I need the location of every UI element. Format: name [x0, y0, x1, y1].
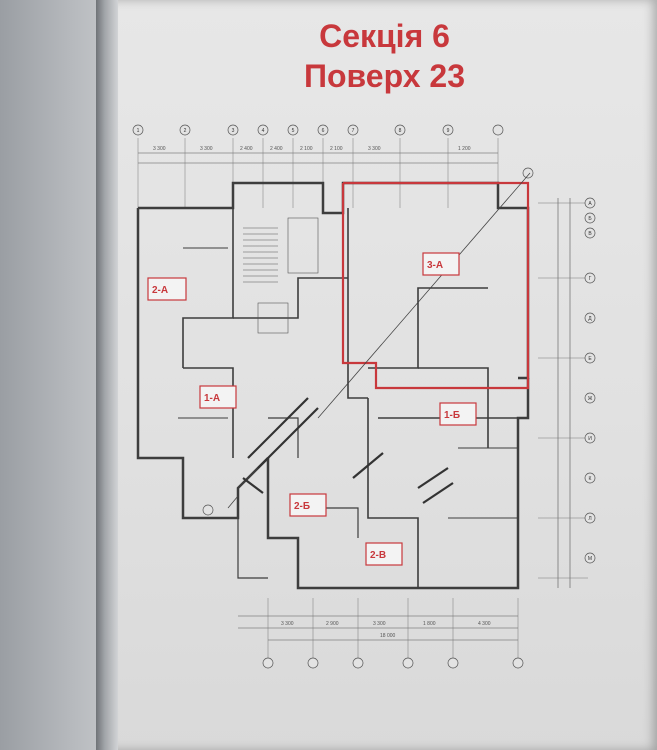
unit-id-2v: 2-В	[370, 550, 386, 561]
unit-id-2b: 2-Б	[294, 501, 310, 512]
dim-top-6: 2 100	[330, 146, 343, 152]
axis-top-2: 2	[184, 128, 187, 134]
axis-right-k: К	[589, 476, 592, 482]
dim-top-3: 2 400	[240, 146, 253, 152]
axis-right-d: Д	[588, 316, 592, 322]
diagonal-axis	[317, 172, 531, 419]
axis-top-9: 9	[447, 128, 450, 134]
dimension-labels-bottom: 3 300 2 900 3 300 1 800 4 300 18 000	[281, 621, 491, 639]
dim-bottom-1: 3 300	[281, 621, 294, 627]
axis-top-4: 4	[262, 128, 265, 134]
axis-right-v: В	[588, 231, 592, 237]
axis-right-i: И	[588, 436, 592, 442]
axis-top-5: 5	[292, 128, 295, 134]
dimension-lines	[138, 152, 571, 641]
axis-labels-top: 1 2 3 4 5 6 7 8 9	[137, 128, 450, 134]
unit-id-1a: 1-А	[204, 393, 220, 404]
axis-top-3: 3	[232, 128, 235, 134]
dim-top-5: 2 100	[300, 146, 313, 152]
highlight-frame	[341, 181, 530, 390]
walls	[136, 181, 530, 590]
axis-right-e: Е	[588, 356, 592, 362]
unit-id-3a: 3-А	[427, 260, 443, 271]
dim-bottom-2: 2 900	[326, 621, 339, 627]
axis-markers	[132, 124, 596, 669]
dim-top-4: 2 400	[270, 146, 283, 152]
dimension-labels-top: 3 300 3 300 2 400 2 400 2 100 2 100 3 30…	[153, 146, 471, 152]
dim-top-8: 1 200	[458, 146, 471, 152]
axis-top-6: 6	[322, 128, 325, 134]
unit-id-1b: 1-Б	[444, 410, 460, 421]
central-shaft	[242, 397, 454, 504]
stairs	[243, 217, 319, 334]
dim-top-7: 3 300	[368, 146, 381, 152]
dim-top-2: 3 300	[200, 146, 213, 152]
axis-right-b: Б	[588, 216, 592, 222]
section-title: Секція 6	[319, 18, 450, 54]
axis-top-1: 1	[137, 128, 140, 134]
floor-plan: 2-А 1-А 3-А 1-Б 2-Б 2-В 3 300 3 300 2 40…	[118, 118, 618, 678]
axis-right-m: М	[588, 556, 592, 562]
dim-bottom-5: 4 300	[478, 621, 491, 627]
axis-top-7: 7	[352, 128, 355, 134]
axis-right-a: A	[588, 201, 592, 207]
diagonal-axis-2	[227, 495, 239, 509]
axis-right-l: Л	[588, 516, 591, 522]
right-page	[112, 0, 657, 750]
axis-labels-right: A Б В Г Д Е Ж И К Л М	[588, 201, 593, 562]
dim-bottom-3: 3 300	[373, 621, 386, 627]
unit-id-2a: 2-А	[152, 285, 168, 296]
unit-ids: 2-А 1-А 3-А 1-Б 2-Б 2-В	[152, 260, 460, 561]
dim-bottom-4: 1 800	[423, 621, 436, 627]
dim-overall: 18 000	[380, 633, 396, 639]
unit-tags	[147, 252, 477, 566]
axis-top-8: 8	[399, 128, 402, 134]
floor-plan-drawing: 2-А 1-А 3-А 1-Б 2-Б 2-В 3 300 3 300 2 40…	[132, 124, 596, 669]
axis-right-zh: Ж	[588, 396, 593, 402]
dim-top-1: 3 300	[153, 146, 166, 152]
axis-right-g: Г	[589, 276, 592, 282]
floor-title: Поверх 23	[304, 58, 465, 94]
book-spine	[96, 0, 118, 750]
